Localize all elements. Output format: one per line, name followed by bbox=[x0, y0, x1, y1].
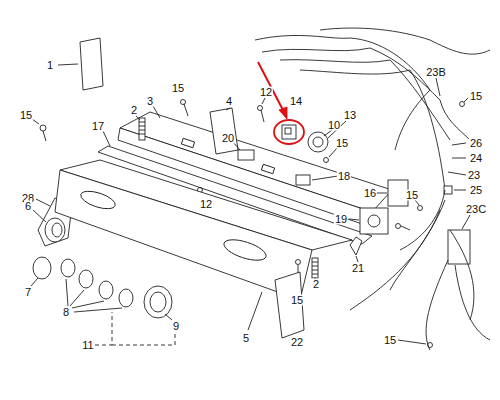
callout-number: 24 bbox=[469, 153, 483, 164]
callout-number: 1 bbox=[46, 60, 54, 71]
callout-number: 16 bbox=[363, 188, 377, 199]
callout-number: 23B bbox=[425, 67, 447, 78]
callout-number: 5 bbox=[242, 333, 250, 344]
callout-number: 9 bbox=[172, 321, 180, 332]
callout-number: 2 bbox=[130, 105, 138, 116]
callout-number: 13 bbox=[343, 110, 357, 121]
callout-number: 8 bbox=[62, 307, 70, 318]
callout-number: 3 bbox=[146, 96, 154, 107]
callout-number: 22 bbox=[290, 337, 304, 348]
callout-number: 21 bbox=[351, 263, 365, 274]
callout-number: 26 bbox=[469, 138, 483, 149]
callout-number: 23C bbox=[465, 204, 487, 215]
callout-number: 20 bbox=[221, 133, 235, 144]
callout-number: 18 bbox=[337, 171, 351, 182]
callout-number: 6 bbox=[24, 201, 32, 212]
callout-number: 2 bbox=[312, 279, 320, 290]
callout-number: 14 bbox=[289, 96, 303, 107]
callout-number: 12 bbox=[199, 199, 213, 210]
callout-number: 15 bbox=[19, 110, 33, 121]
callout-number: 12 bbox=[259, 87, 273, 98]
callout-number: 15 bbox=[335, 138, 349, 149]
callout-number: 23 bbox=[467, 170, 481, 181]
callout-number: 4 bbox=[225, 96, 233, 107]
callout-number: 7 bbox=[24, 287, 32, 298]
callout-number: 15 bbox=[171, 83, 185, 94]
callout-number: 15 bbox=[469, 91, 483, 102]
callout-number: 15 bbox=[290, 295, 304, 306]
callout-number: 11 bbox=[81, 340, 94, 351]
callout-number: 10 bbox=[327, 120, 341, 131]
callout-number: 15 bbox=[405, 190, 419, 201]
callout-number: 17 bbox=[91, 121, 105, 132]
callout-number: 19 bbox=[334, 214, 348, 225]
callout-number: 25 bbox=[469, 185, 483, 196]
callout-number: 15 bbox=[383, 335, 397, 346]
